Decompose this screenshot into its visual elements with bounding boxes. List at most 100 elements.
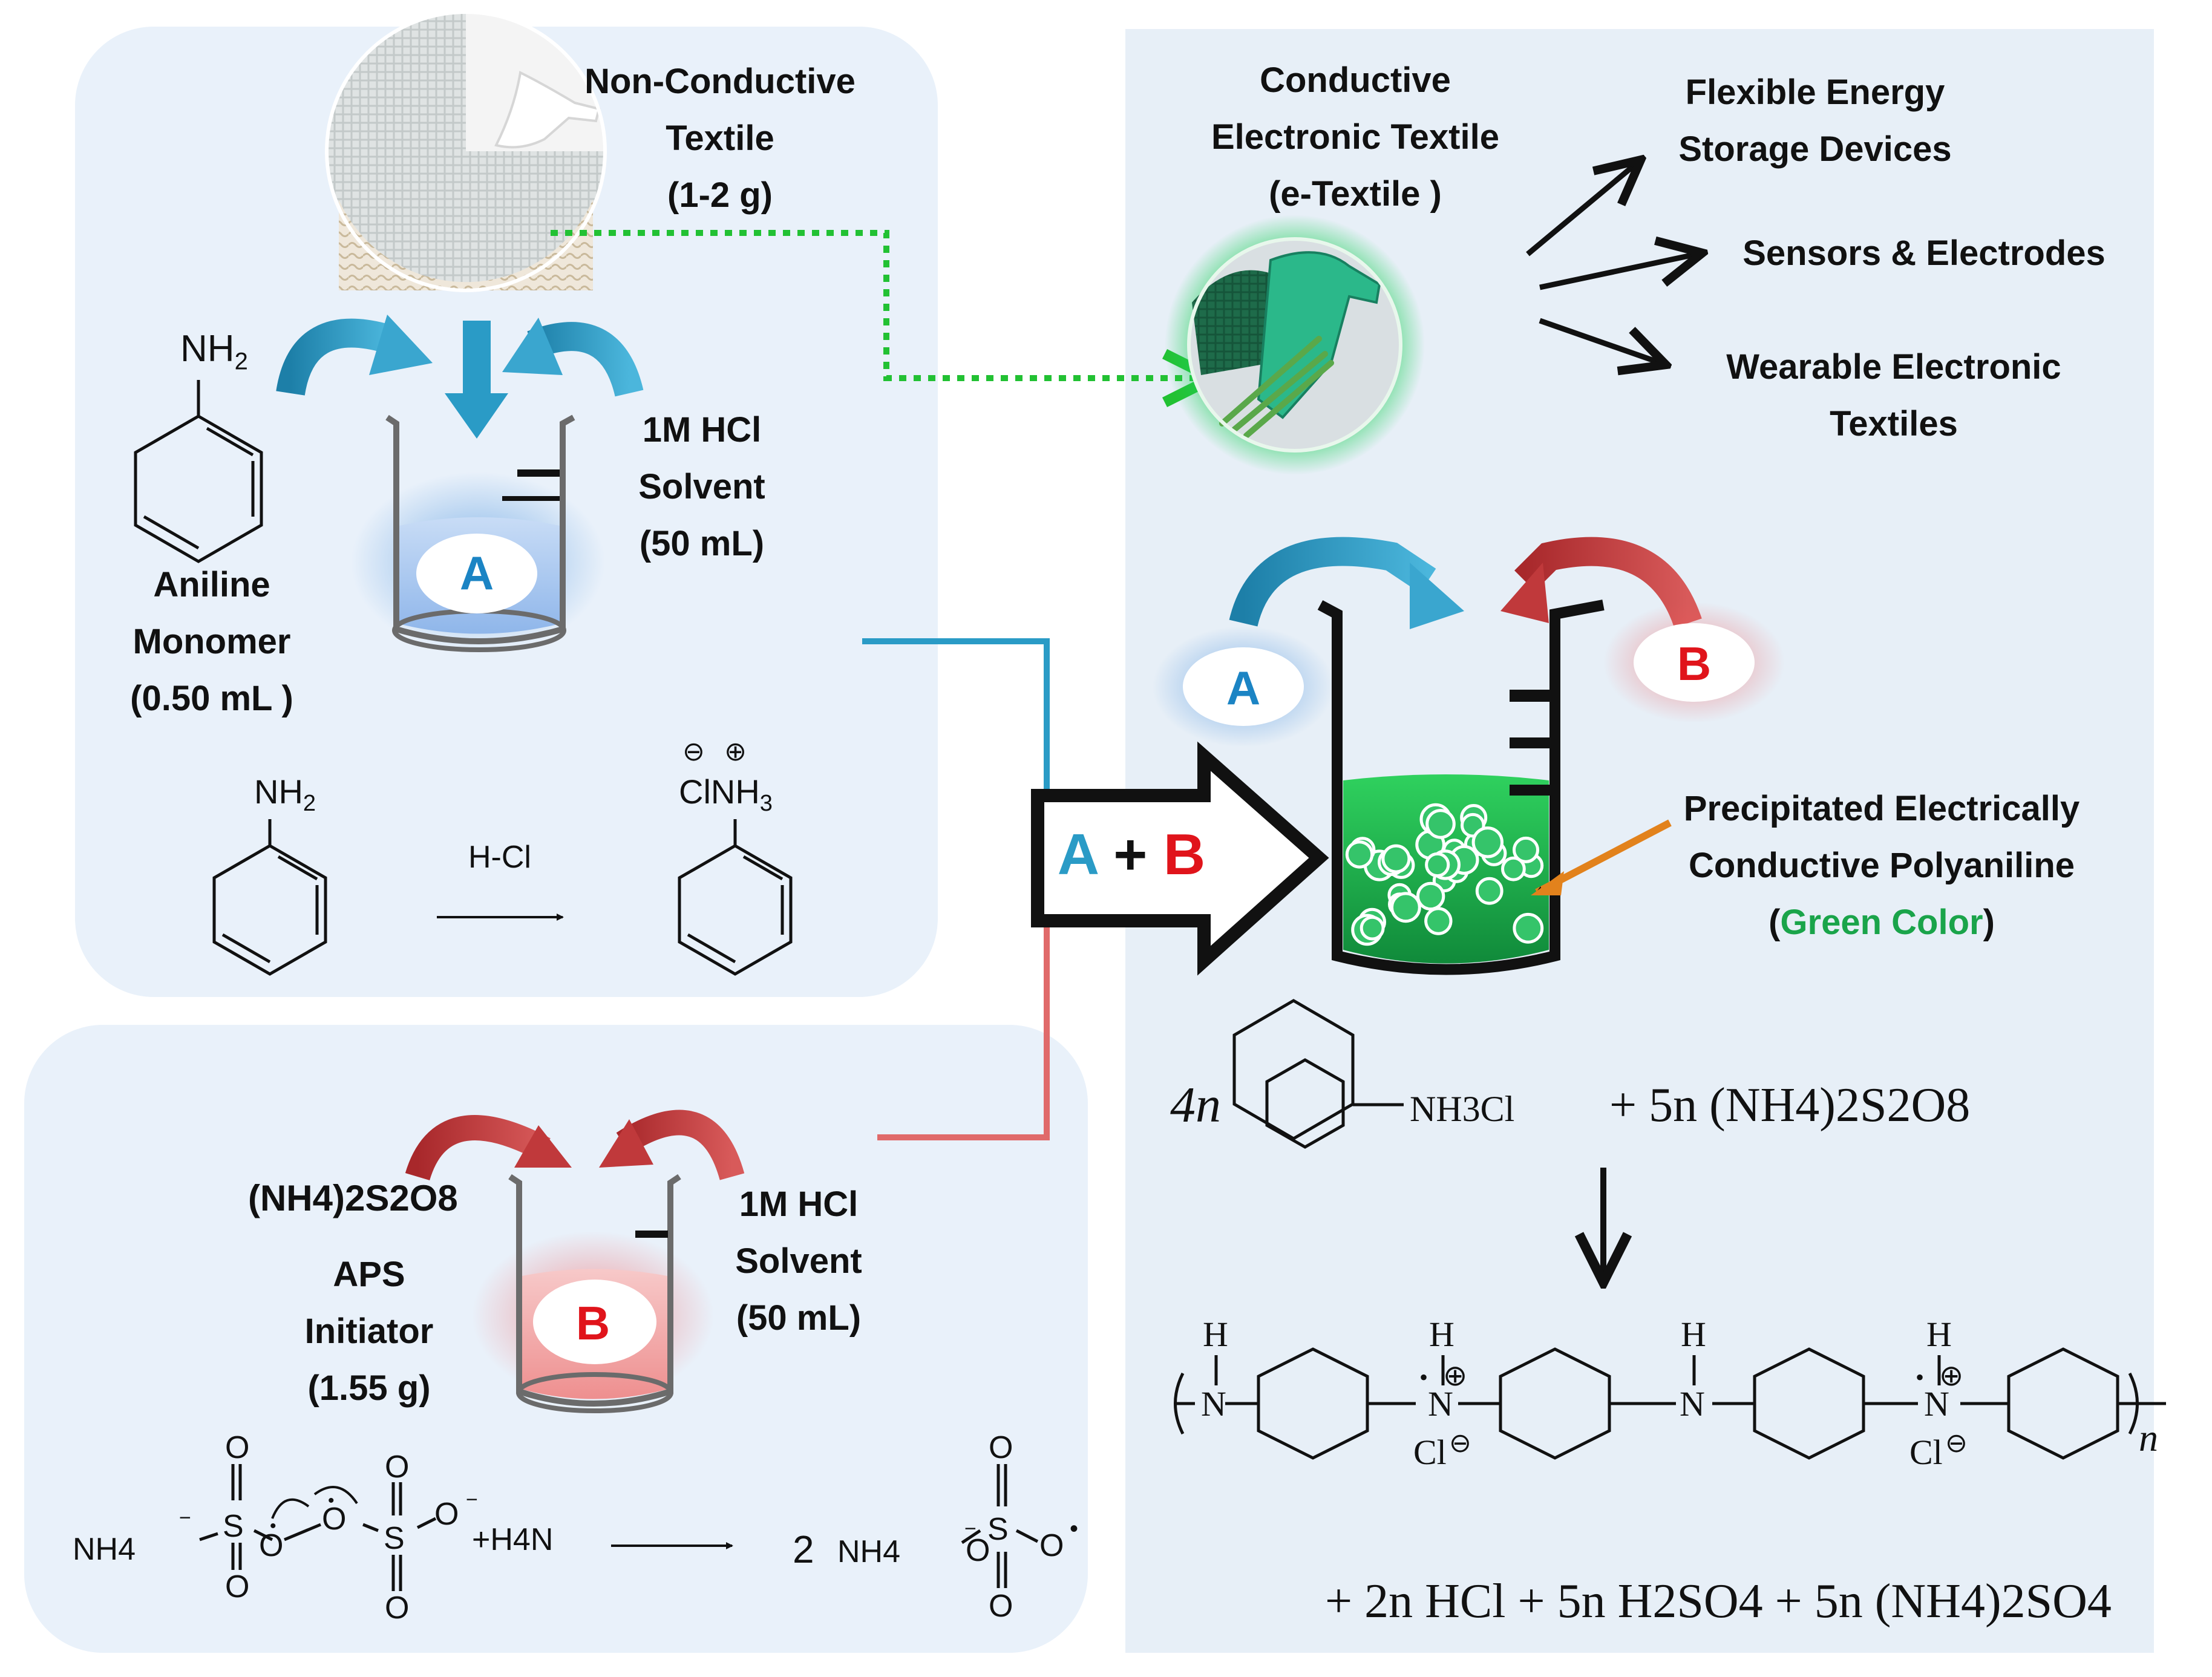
application-sensors: Sensors & Electrodes xyxy=(1718,225,2130,282)
product-formula-text: ClNH xyxy=(679,773,760,811)
aps-label-line: Initiator xyxy=(304,1312,434,1351)
small-nh2-text: NH xyxy=(254,773,303,811)
precipitate-particle xyxy=(1390,892,1421,923)
small-nh2-sub: 2 xyxy=(303,791,316,817)
svg-text:N: N xyxy=(1680,1384,1705,1424)
precipitate-open: ( xyxy=(1769,903,1781,942)
right-h4n: +H4N xyxy=(472,1522,554,1557)
aniline-nh2-label: NH2 xyxy=(180,321,248,390)
connector-b xyxy=(877,926,1050,1140)
application-line: Storage Devices xyxy=(1678,129,1952,169)
reagent-label: H-Cl xyxy=(468,840,531,875)
small-nh2-label: NH2 xyxy=(254,763,316,832)
precipitate-line: Conductive Polyaniline xyxy=(1688,846,2075,885)
beaker-b-label: B xyxy=(575,1296,610,1350)
svg-text:•: • xyxy=(270,1516,276,1536)
svg-text:H: H xyxy=(1429,1315,1454,1354)
mix-plus: + xyxy=(1113,822,1148,887)
precipitate-particle xyxy=(1425,809,1456,839)
precipitate-color-text: Green Color xyxy=(1780,903,1983,942)
persulfate-structure xyxy=(199,1464,1039,1591)
aps-label-line: (1.55 g) xyxy=(307,1368,431,1408)
svg-text:O: O xyxy=(989,1589,1013,1624)
arrow-to-sensors xyxy=(1539,254,1697,290)
svg-text:O: O xyxy=(259,1528,283,1563)
arrow-to-energy-storage xyxy=(1526,163,1637,257)
svg-text:O: O xyxy=(322,1502,346,1537)
svg-text:Cl: Cl xyxy=(1413,1433,1447,1472)
equation-coefficient-4n: 4n xyxy=(1170,1077,1221,1133)
arrow-to-wearables xyxy=(1539,318,1661,363)
precipitate-particle xyxy=(1416,881,1445,911)
monomer-label: Aniline Monomer (0.50 mL ) xyxy=(103,557,321,727)
precipitate-label: Precipitated Electrically Conductive Pol… xyxy=(1646,780,2118,951)
non-conductive-textile-image xyxy=(325,10,607,292)
svg-text:H: H xyxy=(1926,1315,1952,1354)
application-line: Flexible Energy xyxy=(1685,73,1945,112)
precipitate-particle xyxy=(1475,877,1504,905)
svg-text:S: S xyxy=(223,1509,244,1544)
mixing-arrow xyxy=(1031,741,1329,976)
beaker-b xyxy=(472,1174,714,1413)
curved-arrow-monomer xyxy=(276,318,391,396)
svg-text:S: S xyxy=(987,1512,1009,1547)
application-line: Textiles xyxy=(1830,404,1958,443)
mixing-beaker xyxy=(1317,600,1605,975)
svg-text:•: • xyxy=(328,1491,335,1511)
precipitate-particle xyxy=(1345,840,1374,869)
beaker-a xyxy=(351,414,605,653)
down-arrow-textile xyxy=(463,321,491,399)
svg-text:−: − xyxy=(179,1506,191,1529)
aps-label: APS Initiator (1.55 g) xyxy=(272,1246,466,1417)
svg-text:⊕: ⊕ xyxy=(1443,1360,1467,1392)
product-formula: ClNH3 xyxy=(679,763,773,832)
etextile-label-line: (e-Textile ) xyxy=(1269,174,1442,214)
svg-text:O: O xyxy=(385,1450,409,1485)
product-coefficient: 2 xyxy=(793,1528,814,1571)
precipitate-line: Precipitated Electrically xyxy=(1683,789,2080,828)
polyaniline-atoms: H N H N H N H N ⊕ ⊕ • • Cl ⊖ Cl ⊖ xyxy=(1201,1315,1968,1472)
beaker-a-label: A xyxy=(459,546,494,600)
precipitate-particle xyxy=(1513,912,1544,944)
svg-text:N: N xyxy=(1201,1384,1226,1424)
mix-b: B xyxy=(1163,822,1206,887)
curved-arrow-aps xyxy=(405,1115,551,1181)
oval-a xyxy=(1153,626,1334,747)
svg-text:N: N xyxy=(1924,1384,1949,1424)
monomer-label-line: (0.50 mL ) xyxy=(130,679,293,718)
textile-label-line: Non-Conductive xyxy=(584,62,856,101)
polymer-repeat-n: n xyxy=(2139,1416,2158,1459)
dotted-transfer-arrow xyxy=(551,230,1207,378)
product-formula-sub: 3 xyxy=(759,791,773,817)
left-nh4: NH4 xyxy=(73,1532,136,1567)
textile-label: Non-Conductive Textile (1-2 g) xyxy=(557,53,883,224)
svg-text:•: • xyxy=(1419,1364,1428,1391)
solvent-b-line: Solvent xyxy=(735,1241,862,1281)
textile-label-line: (1-2 g) xyxy=(667,175,773,215)
precipitate-particle xyxy=(1360,915,1385,941)
conductive-textile-image xyxy=(1165,215,1425,475)
etextile-label-line: Conductive xyxy=(1260,60,1451,100)
svg-text:O: O xyxy=(225,1569,249,1604)
svg-text:S: S xyxy=(384,1521,405,1556)
monomer-label-line: Aniline xyxy=(153,565,270,604)
svg-text:⊕: ⊕ xyxy=(1939,1360,1963,1392)
curved-arrow-solvent-a xyxy=(527,322,644,397)
mix-oval-a-label: A xyxy=(1226,661,1261,714)
svg-text:−: − xyxy=(964,1517,977,1540)
curved-arrow-solvent-b xyxy=(616,1110,745,1180)
connector-a xyxy=(862,638,1050,799)
svg-text:H: H xyxy=(1681,1315,1706,1354)
mix-oval-b-label: B xyxy=(1677,637,1712,690)
application-wearables: Wearable Electronic Textiles xyxy=(1682,339,2106,453)
oval-b xyxy=(1603,602,1785,723)
solvent-a-line: Solvent xyxy=(638,467,765,506)
anilinium-reaction xyxy=(212,819,793,976)
svg-text:•: • xyxy=(1916,1364,1924,1391)
nh2-text: NH xyxy=(180,328,235,370)
solvent-b-line: (50 mL) xyxy=(736,1298,862,1338)
precipitate-particle xyxy=(1501,856,1526,881)
mix-label: A + B xyxy=(1041,826,1222,884)
precipitate-particle xyxy=(1424,907,1453,935)
